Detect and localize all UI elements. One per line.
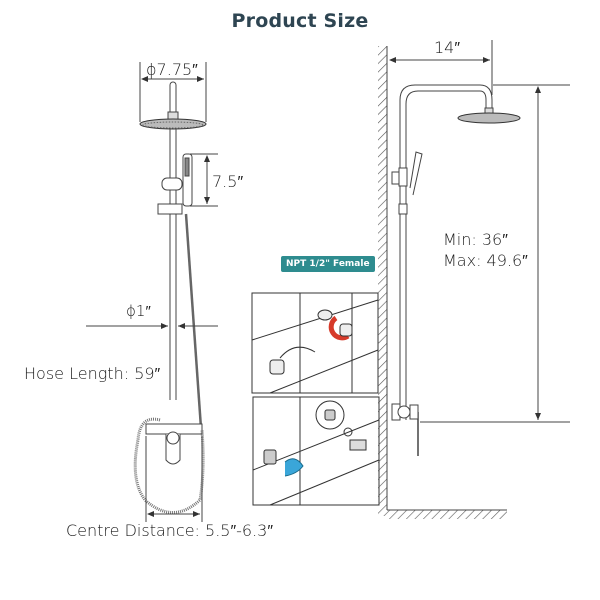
height-max-label: Max: 49.6″	[443, 251, 528, 270]
centre-distance-label: Centre Distance: 5.5″-6.3″	[66, 521, 274, 540]
hose-length-label: Hose Length: 59″	[24, 364, 161, 383]
install-inset-bottom	[252, 396, 380, 506]
height-min-label: Min: 36″	[443, 230, 508, 249]
handheld-height-label: 7.5″	[212, 172, 244, 191]
head-diameter-label: ϕ7.75″	[146, 60, 198, 79]
side-view	[378, 40, 570, 519]
page-title: Product Size	[231, 10, 369, 32]
pipe-diameter-label: ϕ1″	[126, 302, 151, 320]
npt-callout-badge: NPT 1/2" Female	[281, 256, 375, 272]
arm-reach-label: 14″	[434, 38, 461, 57]
front-view	[86, 62, 218, 522]
install-inset-top	[251, 292, 379, 394]
